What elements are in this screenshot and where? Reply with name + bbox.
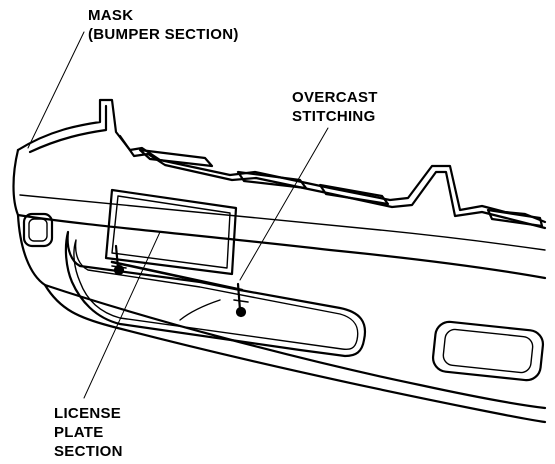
label-license-line-2: PLATE (54, 424, 104, 441)
lower-intake-inner (73, 239, 359, 350)
fastener-right (233, 282, 249, 318)
label-stitching-line-1: OVERCAST (292, 89, 378, 106)
label-license-plate: LICENSE PLATE SECTION (54, 404, 123, 461)
top-slot-middle (236, 170, 308, 190)
label-mask-line-2: (BUMPER SECTION) (88, 26, 239, 43)
top-slot-left (138, 148, 214, 168)
left-lamp-opening (22, 212, 54, 248)
lower-intake (64, 230, 367, 358)
mask-top-edge (16, 98, 547, 224)
label-stitching: OVERCAST STITCHING (292, 88, 378, 126)
right-lamp-opening (431, 320, 545, 382)
license-plate-frame (104, 188, 238, 276)
mask-lower-lip (16, 213, 547, 410)
label-license-line-3: SECTION (54, 443, 123, 460)
mask-front-face (12, 148, 547, 280)
stitching-rod (110, 260, 244, 292)
mask-bottom-edge (43, 283, 547, 424)
leader-mask (27, 31, 85, 149)
mask-top-edge-inner (28, 104, 547, 230)
fastener-left (111, 244, 127, 276)
label-mask: MASK (BUMPER SECTION) (88, 6, 239, 44)
leader-license (83, 231, 161, 399)
label-mask-line-1: MASK (88, 7, 134, 24)
left-lamp-opening-inner (28, 218, 48, 242)
leader-stitching (239, 127, 329, 281)
label-license-line-1: LICENSE (54, 405, 122, 422)
top-slot-far (486, 208, 544, 228)
stitching-seam (179, 299, 221, 321)
right-lamp-opening-inner (442, 328, 534, 374)
mask-mid-crease (19, 194, 546, 251)
license-plate-frame-inner (111, 195, 231, 269)
top-slot-right (318, 183, 390, 206)
label-stitching-line-2: STITCHING (292, 108, 376, 125)
